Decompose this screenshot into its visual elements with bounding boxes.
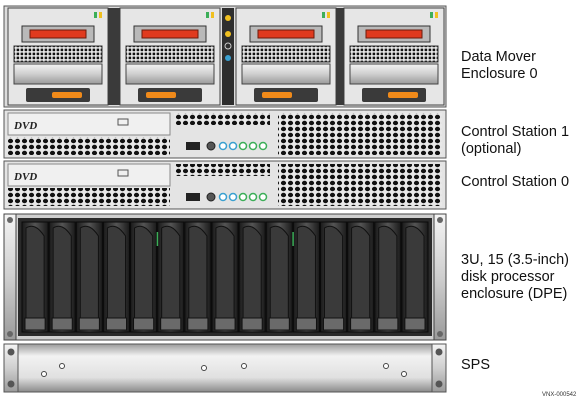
standby-power-supply: [3, 343, 447, 393]
dvd-label: DVD: [13, 120, 37, 132]
disk-drive: [265, 221, 293, 333]
disk-drive: [156, 221, 185, 333]
data-mover-blade: [343, 7, 445, 106]
disk-drive: [21, 221, 49, 333]
dvd-label: DVD: [13, 171, 37, 183]
disk-processor-enclosure: [3, 213, 447, 341]
disk-drive: [75, 221, 103, 333]
disk-drive: [319, 221, 348, 333]
data-mover-enclosure: [3, 5, 447, 108]
label-control-station-0: Control Station 0: [461, 174, 570, 190]
disk-drive-bays: [21, 221, 429, 333]
disk-drive: [130, 221, 158, 333]
disk-drive: [238, 221, 266, 333]
control-station-0: DVD: [3, 160, 447, 210]
figure-code: VNX-000542: [542, 392, 577, 398]
disk-drive: [292, 221, 320, 333]
disk-drive: [211, 221, 239, 333]
label-sps: SPS: [461, 357, 491, 373]
control-station-1: DVD: [3, 109, 447, 159]
label-dpe: 3U, 15 (3.5-inch) disk processor enclosu…: [461, 252, 569, 302]
label-control-station-1: Control Station 1 (optional): [461, 124, 570, 157]
disk-drive: [401, 221, 429, 333]
data-mover-blade: [119, 7, 221, 106]
label-data-mover-enclosure: Data Mover Enclosure 0: [461, 49, 538, 82]
disk-drive: [102, 221, 131, 333]
disk-drive: [374, 221, 402, 333]
disk-drive: [347, 221, 375, 333]
data-mover-blade: [7, 7, 109, 106]
disk-drive: [184, 221, 212, 333]
data-mover-blade: [235, 7, 337, 106]
disk-drive: [48, 221, 76, 333]
center-status-leds: [222, 8, 234, 105]
